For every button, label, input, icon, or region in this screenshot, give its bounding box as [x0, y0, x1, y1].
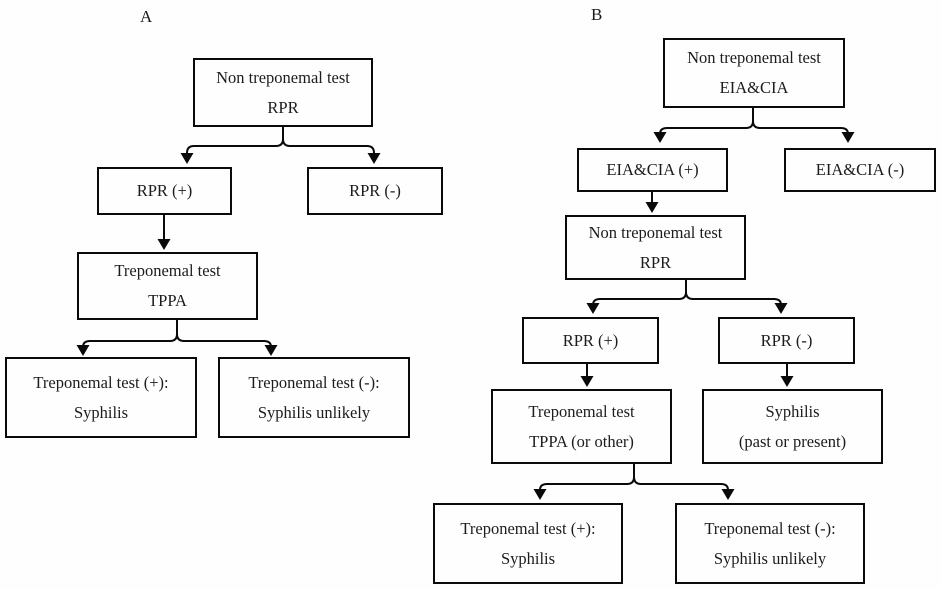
- panel-b-label: B: [591, 5, 603, 24]
- node-text-line: RPR (-): [760, 330, 813, 350]
- node-text-line: RPR: [267, 97, 299, 117]
- node-text-line: Treponemal test (+):: [33, 372, 169, 392]
- node-text-line: Syphilis: [765, 401, 820, 421]
- node-b-rpr-positive: RPR (+): [522, 317, 659, 364]
- node-a-treponemal-negative-unlikely: Treponemal test (-): Syphilis unlikely: [218, 357, 410, 438]
- connector-b-rprneg-syphilis: [780, 364, 794, 387]
- node-b-treponemal-positive-syphilis: Treponemal test (+): Syphilis: [433, 503, 623, 584]
- connector-a-root-split: [180, 127, 381, 164]
- node-text-line: TPPA: [148, 291, 187, 310]
- node-text-line: Non treponemal test: [588, 222, 723, 242]
- node-text-line: Syphilis: [500, 548, 556, 568]
- node-b-treponemal-negative-unlikely: Treponemal test (-): Syphilis unlikely: [675, 503, 865, 584]
- node-text-line: EIA&CIA: [719, 78, 789, 97]
- node-text-line: RPR (+): [562, 330, 619, 350]
- node-b-rpr-negative: RPR (-): [718, 317, 855, 364]
- node-text-line: Non treponemal test: [687, 48, 821, 67]
- connector-a-rprpos-trep: [157, 215, 171, 250]
- node-text-line: Treponemal test: [114, 261, 221, 280]
- node-text-line: TPPA (or other): [529, 431, 634, 451]
- connector-b-rprpos-trep: [580, 364, 594, 387]
- node-text-line: RPR: [639, 252, 672, 272]
- node-a-treponemal-positive-syphilis: Treponemal test (+): Syphilis: [5, 357, 197, 438]
- node-b-treponemal-tppa-other: Treponemal test TPPA (or other): [491, 389, 672, 464]
- node-text-line: EIA&CIA (+): [606, 160, 699, 179]
- node-a-treponemal-tppa: Treponemal test TPPA: [77, 252, 258, 320]
- node-b-eiacia-positive: EIA&CIA (+): [577, 148, 728, 192]
- node-a-rpr-positive: RPR (+): [97, 167, 232, 215]
- connector-a-trep-split: [76, 320, 278, 356]
- node-a-rpr-negative: RPR (-): [307, 167, 443, 215]
- connector-b-rpr-split: [586, 280, 788, 314]
- node-text-line: (past or present): [738, 431, 847, 451]
- node-text-line: RPR (+): [136, 181, 193, 200]
- connector-b-trep-split: [533, 464, 735, 500]
- node-text-line: Treponemal test: [528, 401, 635, 421]
- node-text-line: Treponemal test (-):: [248, 372, 380, 392]
- connector-b-root-split: [653, 108, 855, 143]
- node-text-line: Non treponemal test: [216, 67, 350, 87]
- node-b-nontreponemal-eiacia: Non treponemal test EIA&CIA: [663, 38, 845, 108]
- node-a-nontreponemal-rpr: Non treponemal test RPR: [193, 58, 373, 127]
- node-b-nontreponemal-rpr: Non treponemal test RPR: [565, 215, 746, 280]
- node-text-line: EIA&CIA (-): [815, 160, 905, 179]
- node-b-syphilis-past-present: Syphilis (past or present): [702, 389, 883, 464]
- panel-a-label: A: [140, 7, 153, 26]
- node-b-eiacia-negative: EIA&CIA (-): [784, 148, 936, 192]
- node-text-line: Treponemal test (+):: [460, 518, 596, 538]
- connector-b-eiapos-rpr: [645, 192, 659, 213]
- node-text-line: RPR (-): [349, 181, 401, 200]
- node-text-line: Syphilis unlikely: [257, 402, 371, 422]
- node-text-line: Syphilis unlikely: [713, 548, 827, 568]
- node-text-line: Syphilis: [73, 402, 129, 422]
- node-text-line: Treponemal test (-):: [704, 518, 836, 538]
